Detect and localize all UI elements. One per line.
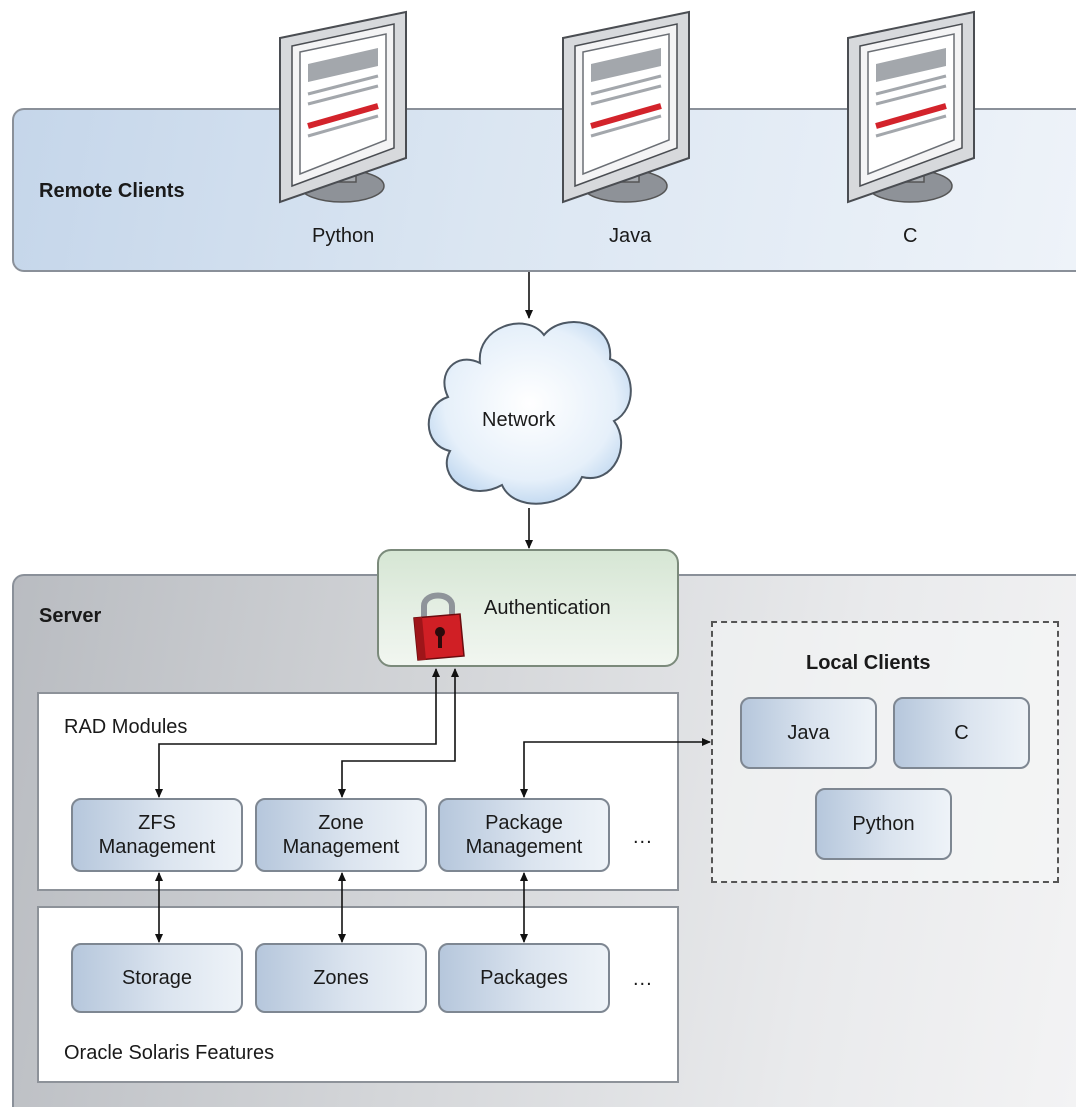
package-management-module: Package Management — [438, 798, 610, 872]
authentication-label: Authentication — [484, 597, 611, 619]
network-cloud-icon — [427, 321, 632, 505]
remote-client-python-label: Python — [312, 225, 375, 247]
remote-clients-title: Remote Clients — [39, 180, 185, 202]
network-label: Network — [482, 409, 556, 431]
packages-feature: Packages — [438, 943, 610, 1013]
storage-feature: Storage — [71, 943, 243, 1013]
features-more: ... — [633, 968, 653, 990]
rad-modules-label: RAD Modules — [64, 716, 188, 738]
c-client-monitor-icon — [847, 10, 975, 204]
rad-modules-more: ... — [633, 826, 653, 848]
remote-client-c-label: C — [903, 225, 918, 247]
zones-feature: Zones — [255, 943, 427, 1013]
solaris-features-label: Oracle Solaris Features — [64, 1042, 275, 1064]
python-client-monitor-icon — [279, 10, 407, 204]
java-client-monitor-icon — [562, 10, 690, 204]
local-client-python: Python — [815, 788, 952, 860]
local-client-c: C — [893, 697, 1030, 769]
lock-icon — [413, 592, 465, 661]
local-client-java: Java — [740, 697, 877, 769]
server-title: Server — [39, 605, 102, 627]
remote-client-java-label: Java — [609, 225, 652, 247]
zfs-management-module: ZFS Management — [71, 798, 243, 872]
zone-management-module: Zone Management — [255, 798, 427, 872]
local-clients-title: Local Clients — [806, 652, 931, 674]
